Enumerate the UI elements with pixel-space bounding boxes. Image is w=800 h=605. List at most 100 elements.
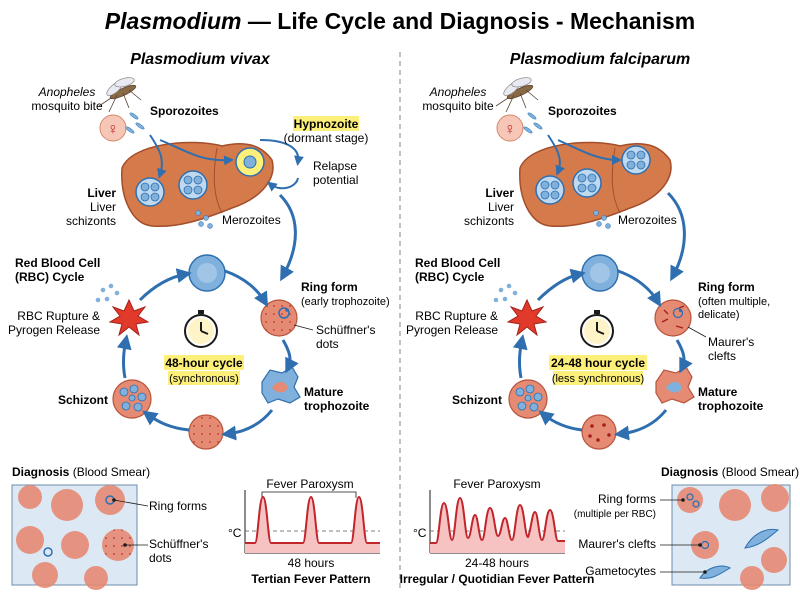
vivax-liver-label: Liver bbox=[87, 186, 116, 200]
falciparum-rupture-burst-icon bbox=[507, 299, 547, 336]
vivax-dots-label-1: Schüffner's bbox=[316, 323, 375, 337]
falciparum-diagnosis-sub: (Blood Smear) bbox=[722, 465, 799, 479]
vivax-sporozoite-icons bbox=[125, 112, 145, 134]
falciparum-mature-label-2: trophozoite bbox=[698, 399, 764, 413]
vivax-dots-label-2: dots bbox=[316, 337, 339, 351]
vivax-relapse-arrow bbox=[259, 139, 304, 166]
vivax-cycle-arrow-5 bbox=[116, 334, 132, 379]
vivax-mature-label-2: trophozoite bbox=[304, 399, 370, 413]
vivax-dots-leader bbox=[293, 324, 314, 331]
falciparum-liver-schizonts-2: schizonts bbox=[464, 214, 514, 228]
vivax-fever-temp-label: °C bbox=[228, 526, 242, 540]
falciparum-mature-label-1: Mature bbox=[698, 385, 738, 399]
falciparum-clefts-label-2: clefts bbox=[708, 349, 736, 363]
vivax-fever-hours: 48 hours bbox=[288, 556, 335, 570]
falciparum-cycle-arrow-2 bbox=[675, 339, 693, 374]
vivax-title: Plasmodium vivax bbox=[130, 51, 271, 68]
falciparum-cycle-arrow-3 bbox=[614, 409, 668, 441]
vivax-smear-cells bbox=[16, 485, 134, 590]
vivax-female-icon: ♀ bbox=[107, 121, 119, 138]
falciparum-liver-to-blood-arrow bbox=[666, 191, 686, 282]
falciparum-rbc-mature-icon bbox=[581, 414, 617, 450]
vivax-fever-area bbox=[245, 497, 380, 553]
vivax-merozoite-icons bbox=[195, 210, 213, 229]
vivax-diagnosis-sub: (Blood Smear) bbox=[73, 465, 150, 479]
falciparum-fever-curve bbox=[430, 496, 565, 544]
vivax-cycle-arrow-4 bbox=[142, 410, 190, 432]
vivax-cycle-highlight bbox=[164, 355, 244, 370]
falciparum-liver-schizont-icon bbox=[535, 175, 565, 205]
vivax-diagnosis-heading: Diagnosis (Blood Smear) bbox=[12, 465, 150, 479]
falciparum-cycle-sub: (less synchronous) bbox=[552, 373, 644, 385]
falciparum-fever-hours: 24-48 hours bbox=[465, 556, 529, 570]
falciparum-mosquito-icon bbox=[495, 75, 539, 113]
vivax-rbc-cycle-label-1: Red Blood Cell bbox=[15, 256, 100, 270]
falciparum-diagnosis-label: Diagnosis bbox=[661, 465, 719, 479]
falciparum-sporozoites-label: Sporozoites bbox=[548, 104, 617, 118]
vivax-mature-label-1: Mature bbox=[304, 385, 344, 399]
vivax-hypnozoite-sub: (dormant stage) bbox=[284, 131, 369, 145]
falciparum-sporozoite-icons bbox=[523, 112, 543, 134]
falciparum-cycle-sub-highlight bbox=[553, 371, 643, 385]
vivax-cycle-arrow-1 bbox=[224, 269, 269, 308]
vivax-fever-title: Fever Paroxysm bbox=[266, 477, 353, 491]
vivax-schizont-icon bbox=[112, 379, 152, 419]
falciparum-fever-pattern: Irregular / Quotidian Fever Pattern bbox=[400, 572, 595, 586]
vivax-smear-dots-leader-dot bbox=[123, 543, 127, 547]
falciparum-cycle-highlight bbox=[549, 355, 647, 370]
vivax-liver-schizont-icon-2 bbox=[178, 170, 208, 200]
vivax-ring-form-sub: (early trophozoite) bbox=[301, 296, 390, 308]
falciparum-liver-schizont-icon-3 bbox=[621, 145, 651, 175]
falciparum-mosquito-label-1: Anopheles bbox=[429, 85, 487, 99]
falciparum-rupture-label-1: RBC Rupture & bbox=[415, 309, 498, 323]
title-genus: Plasmodium bbox=[105, 8, 242, 34]
vivax-rbc-mature-icon bbox=[188, 414, 224, 450]
falciparum-smear-clefts-label: Maurer's clefts bbox=[578, 537, 656, 551]
vivax-smear-ring-leader bbox=[113, 499, 149, 507]
falciparum-title: Plasmodium falciparum bbox=[510, 51, 691, 68]
vivax-rupture-label-1: RBC Rupture & bbox=[17, 309, 100, 323]
vivax-cycle-label: 48-hour cycle bbox=[165, 356, 243, 370]
vivax-hypnozoite-arrow bbox=[159, 139, 234, 166]
falciparum-fever-area bbox=[430, 498, 565, 553]
vivax-clock-icon bbox=[184, 309, 218, 348]
falciparum-fever-temp-label: °C bbox=[413, 526, 427, 540]
vivax-hypnozoite-label: Hypnozoite bbox=[294, 117, 359, 131]
vivax-liver-schizonts-1: Liver bbox=[90, 200, 116, 214]
falciparum-clefts-leader bbox=[687, 326, 707, 338]
vivax-smear-dots-label-1: Schüffner's bbox=[149, 537, 208, 551]
falciparum-cycle-arrow-6 bbox=[536, 268, 586, 302]
falciparum-merozoites-label: Merozoites bbox=[618, 213, 677, 227]
vivax-cycle-arrow-6 bbox=[138, 268, 192, 302]
falciparum-liver-schizonts-1: Liver bbox=[488, 200, 514, 214]
vivax-ring-form-icon bbox=[260, 299, 298, 337]
falciparum-smear-ring-leader-dot bbox=[681, 498, 685, 502]
vivax-liver-schizonts-2: schizonts bbox=[66, 214, 116, 228]
falciparum-liver-arrow bbox=[557, 139, 622, 165]
vivax-relapse-loop-arrow bbox=[266, 177, 299, 192]
vivax-sporozoites-label: Sporozoites bbox=[150, 104, 219, 118]
falciparum-ring-form-label: Ring form bbox=[698, 280, 755, 294]
falciparum-fever-title: Fever Paroxysm bbox=[453, 477, 540, 491]
page-title: Plasmodium — Life Cycle and Diagnosis - … bbox=[105, 8, 696, 34]
falciparum-smear-ring-label-2: (multiple per RBC) bbox=[574, 509, 656, 520]
vivax-uninfected-rbc-icon bbox=[188, 254, 226, 292]
vivax-rbc-cycle-label-2: (RBC) Cycle bbox=[15, 270, 85, 284]
vivax-cycle-arrow-3 bbox=[221, 409, 274, 441]
vivax-hypnozoite-icon bbox=[235, 147, 265, 177]
vivax-fever-curve bbox=[245, 495, 380, 544]
falciparum-ring-form-sub-1: (often multiple, bbox=[698, 296, 770, 308]
vivax-smear-dots-label-2: dots bbox=[149, 551, 172, 565]
vivax-hypnozoite-highlight bbox=[293, 116, 359, 131]
falciparum-cycle-label: 24-48 hour cycle bbox=[551, 356, 645, 370]
vivax-merozoites-label: Merozoites bbox=[222, 213, 281, 227]
vivax-mosquito-label-1: Anopheles bbox=[38, 85, 96, 99]
falciparum-diagnosis-heading: Diagnosis (Blood Smear) bbox=[661, 465, 799, 479]
falciparum-smear-gametocytes-label: Gametocytes bbox=[585, 564, 656, 578]
vivax-smear-ring-label: Ring forms bbox=[149, 499, 207, 513]
falciparum-rbc-cycle-label-2: (RBC) Cycle bbox=[415, 270, 485, 284]
falciparum-cycle-arrow-4 bbox=[538, 410, 583, 432]
vivax-ring-form-label: Ring form bbox=[301, 280, 358, 294]
vivax-mature-trophozoite-icon bbox=[261, 366, 301, 404]
